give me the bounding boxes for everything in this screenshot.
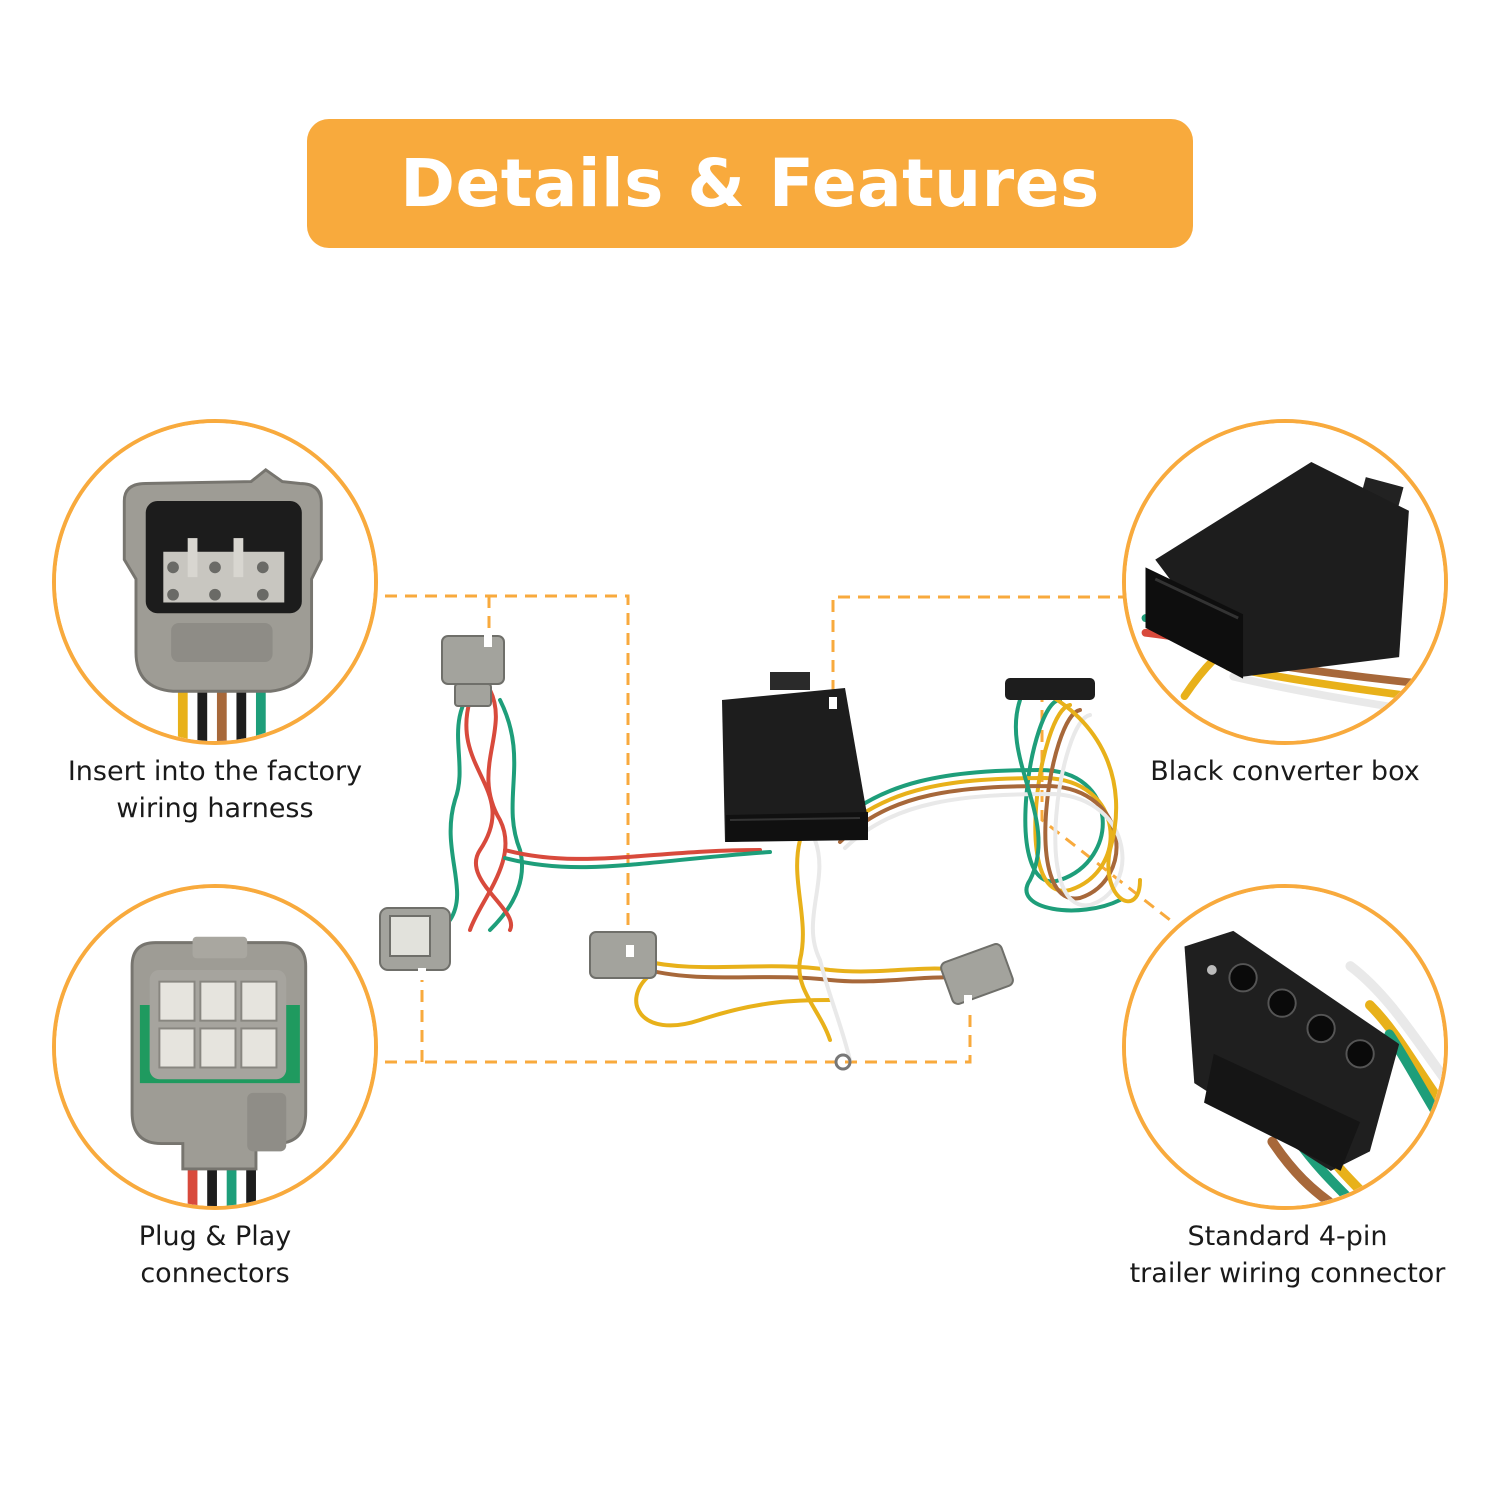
caption-factory-harness-line2: wiring harness (116, 793, 314, 824)
four-pin-flat-connector-icon (1126, 888, 1444, 1206)
caption-plug-play-line2: connectors (140, 1258, 290, 1289)
caption-converter-box-line1: Black converter box (1150, 756, 1420, 787)
page-title: Details & Features (400, 145, 1100, 222)
leader-box (831, 595, 1130, 700)
callout-factory-harness-circle (52, 419, 378, 745)
connector-top-left (441, 635, 505, 685)
caption-four-pin: Standard 4-pin trailer wiring connector (1105, 1218, 1470, 1292)
four-pin-plug-in-bundle (1005, 678, 1095, 700)
bottom-wire-bundle (634, 838, 962, 1071)
female-6-pin-connector-icon (56, 888, 374, 1206)
callout-plug-play-circle (52, 884, 378, 1210)
converter-box (722, 672, 868, 842)
connector-bottom-left (589, 931, 657, 979)
callout-converter-box-circle (1122, 419, 1448, 745)
leader-factory-harness (385, 594, 630, 935)
caption-factory-harness-line1: Insert into the factory (67, 756, 363, 787)
caption-plug-play: Plug & Play connectors (40, 1218, 390, 1292)
caption-factory-harness: Insert into the factory wiring harness (40, 753, 390, 827)
black-converter-box-icon (1126, 423, 1444, 741)
caption-four-pin-line2: trailer wiring connector (1129, 1258, 1446, 1289)
callout-four-pin-circle (1122, 884, 1448, 1210)
leader-four-pin (1040, 690, 1171, 922)
title-banner: Details & Features (307, 119, 1193, 248)
male-6-pin-connector-icon (56, 423, 374, 741)
caption-plug-play-line1: Plug & Play (138, 1221, 292, 1252)
connector-bottom-right (940, 943, 1014, 1005)
leader-plug-play (385, 1000, 972, 1064)
caption-four-pin-line1: Standard 4-pin (1187, 1221, 1388, 1252)
left-wire-bundle (448, 678, 772, 932)
connectors (379, 635, 1014, 1005)
leader-lines (385, 594, 1171, 1064)
right-wire-bundle (828, 688, 1142, 913)
caption-converter-box: Black converter box (1105, 753, 1465, 790)
